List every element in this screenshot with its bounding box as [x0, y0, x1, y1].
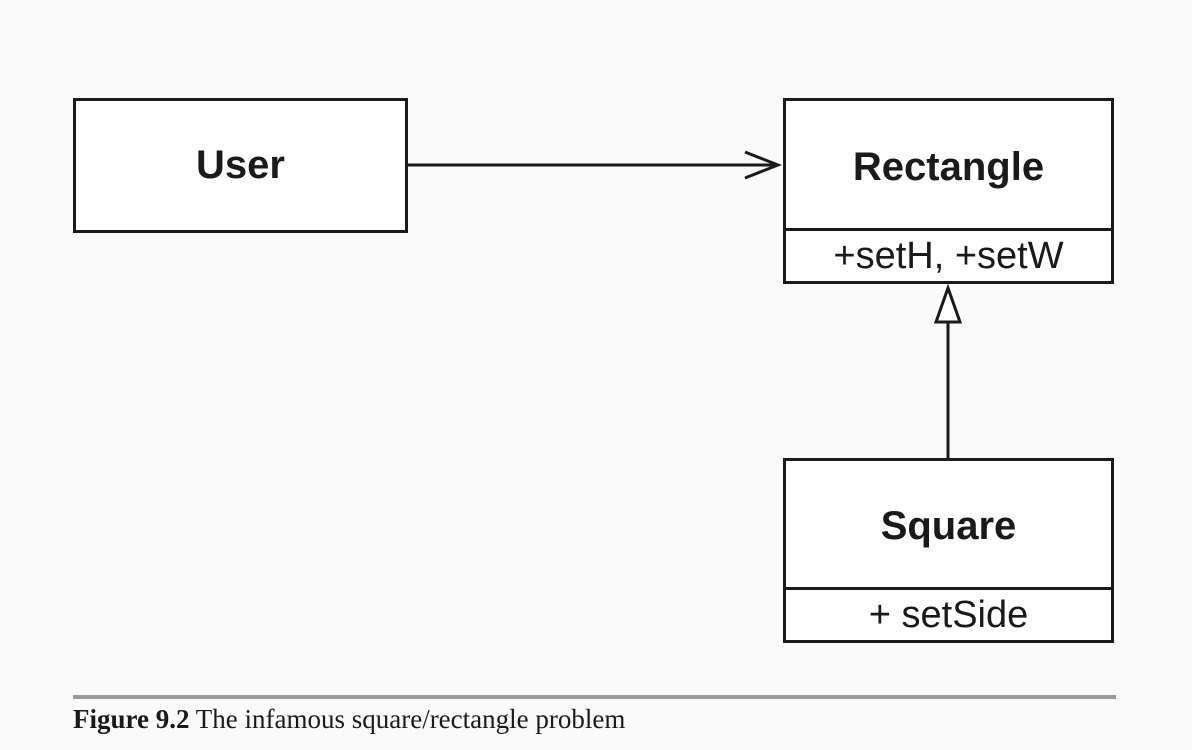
figure-caption: Figure 9.2 The infamous square/rectangle… — [73, 704, 625, 735]
generalization-arrowhead — [933, 283, 963, 324]
rectangle-class-operations: +setH, +setW — [786, 228, 1111, 281]
rectangle-class-name: Rectangle — [852, 144, 1045, 189]
square-class-name: Square — [880, 504, 1017, 548]
square-class-box: Square + setSide — [783, 458, 1114, 643]
square-class-operations: + setSide — [786, 587, 1111, 640]
user-class-name: User — [196, 143, 285, 187]
association-arrowhead — [744, 150, 783, 180]
figure-number: Figure 9.2 — [73, 704, 190, 734]
figure-caption-text: The infamous square/rectangle problem — [189, 704, 626, 734]
caption-rule — [73, 695, 1116, 699]
rectangle-class-box: Rectangle +setH, +setW — [783, 98, 1114, 284]
user-class-box: User — [73, 98, 408, 233]
